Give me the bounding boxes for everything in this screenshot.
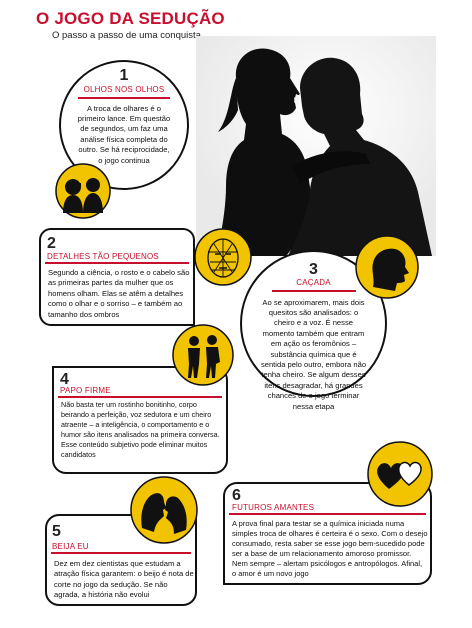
head-profile-icon <box>355 235 419 299</box>
page-subtitle: O passo a passo de uma conquista <box>52 30 201 41</box>
divider <box>45 262 189 264</box>
kiss-silhouette-icon <box>130 476 198 544</box>
two-hearts-icon <box>367 441 433 507</box>
step-text: Ao se aproximarem, mais dois quesitos sã… <box>260 297 367 411</box>
couple-silhouette-image <box>196 36 436 256</box>
divider <box>58 396 222 398</box>
step-heading: PAPO FIRME <box>60 386 111 395</box>
step-heading: OLHOS NOS OLHOS <box>83 85 165 94</box>
step-text: Dez em dez cientistas que estudam a atra… <box>54 559 194 600</box>
divider <box>51 552 191 554</box>
step-text: Não basta ter um rostinho bonitinho, cor… <box>61 400 220 459</box>
divider <box>78 97 170 99</box>
face-proportion-grid-icon <box>194 228 252 286</box>
step-number: 3 <box>309 261 318 278</box>
step-heading: BEIJA EU <box>52 542 89 551</box>
divider <box>229 513 426 515</box>
step-number: 4 <box>60 371 69 388</box>
step-text: A prova final para testar se a química i… <box>232 519 428 579</box>
step-number: 1 <box>119 67 129 84</box>
step-2-detalhes-tao-pequenos: 2 DETALHES TÃO PEQUENOS Segundo a ciênci… <box>39 228 195 326</box>
step-number: 2 <box>47 235 56 252</box>
page-title: O JOGO DA SEDUÇÃO <box>36 9 225 28</box>
step-text: Segundo a ciência, o rosto e o cabelo sã… <box>48 268 190 319</box>
step-heading: DETALHES TÃO PEQUENOS <box>47 252 159 261</box>
divider <box>271 290 356 292</box>
step-heading: FUTUROS AMANTES <box>232 503 315 512</box>
couple-talking-icon <box>172 324 234 386</box>
step-text: A troca de olhares é o primeiro lance. E… <box>77 103 171 165</box>
step-number: 5 <box>52 523 61 540</box>
two-faces-looking-icon <box>55 163 111 219</box>
step-4-papo-firme: 4 PAPO FIRME Não basta ter um rostinho b… <box>52 366 228 474</box>
step-number: 6 <box>232 487 241 504</box>
step-heading: CAÇADA <box>296 278 331 287</box>
